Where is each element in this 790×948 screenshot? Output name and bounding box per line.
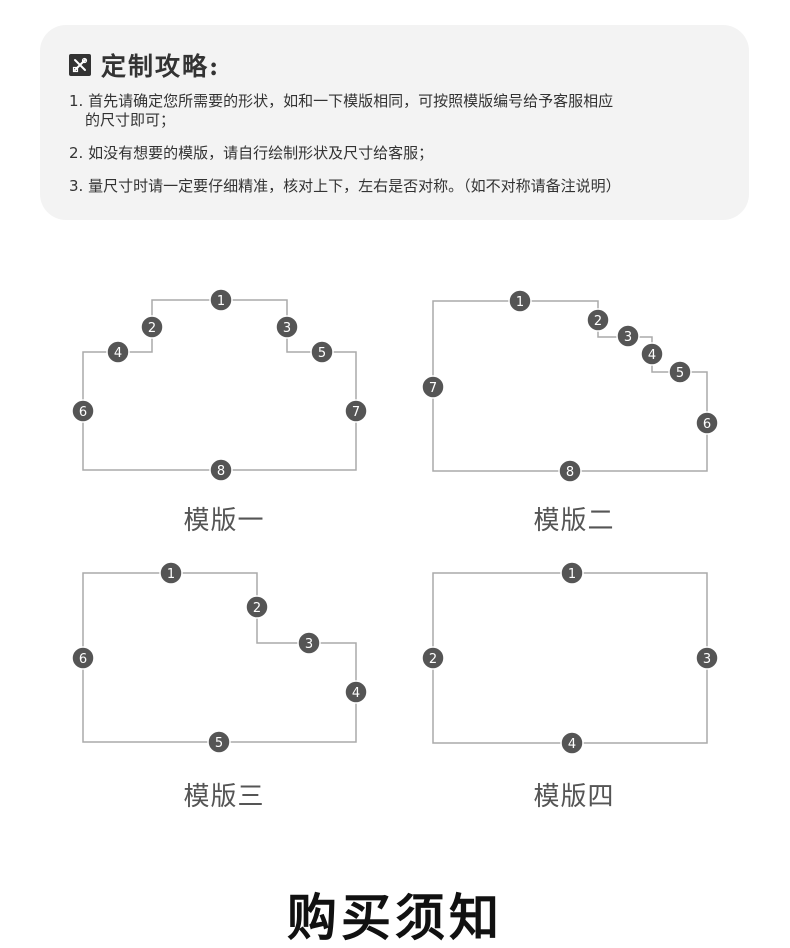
template-2-marker-3: 3 — [616, 324, 640, 348]
guide-step-3: 3. 量尺寸时请一定要仔细精准，核对上下，左右是否对称。（如不对称请备注说明） — [69, 177, 749, 196]
marker-number: 3 — [305, 637, 313, 652]
marker-number: 8 — [566, 465, 574, 480]
template-label-4: 模版四 — [533, 782, 615, 812]
template-1-marker-7: 7 — [344, 399, 368, 423]
template-3-marker-4: 4 — [344, 680, 368, 704]
template-2-marker-4: 4 — [640, 342, 664, 366]
marker-number: 3 — [624, 330, 632, 345]
marker-number: 4 — [352, 686, 360, 701]
marker-number: 2 — [148, 321, 156, 336]
marker-number: 6 — [703, 417, 711, 432]
marker-number: 6 — [79, 652, 87, 667]
guide-title: 定制攻略: — [101, 52, 221, 81]
template-2-outline — [432, 300, 708, 472]
guide-panel: 定制攻略: 1. 首先请确定您所需要的形状，如和一下模版相同，可按照模版编号给予… — [40, 25, 749, 220]
marker-number: 3 — [703, 652, 711, 667]
template-1-marker-8: 8 — [209, 458, 233, 482]
template-2-marker-7: 7 — [421, 375, 445, 399]
marker-number: 1 — [568, 567, 576, 582]
template-1-outline — [82, 299, 357, 471]
step-text: 1. 首先请确定您所需要的形状，如和一下模版相同，可按照模版编号给予客服相应 — [69, 92, 614, 110]
template-2-marker-1: 1 — [508, 289, 532, 313]
template-label-2: 模版二 — [533, 506, 615, 536]
template-3-marker-3: 3 — [297, 631, 321, 655]
template-label-1: 模版一 — [183, 506, 265, 536]
step-text: 3. 量尺寸时请一定要仔细精准，核对上下，左右是否对称。（如不对称请备注说明） — [69, 177, 621, 195]
template-4-marker-4: 4 — [560, 731, 584, 755]
template-1-marker-1: 1 — [209, 288, 233, 312]
marker-number: 8 — [217, 464, 225, 479]
tools-icon — [69, 54, 91, 76]
template-1-marker-5: 5 — [310, 340, 334, 364]
marker-number: 4 — [114, 346, 122, 361]
marker-number: 4 — [648, 348, 656, 363]
guide-header: 定制攻略: — [69, 47, 220, 83]
template-1-marker-6: 6 — [71, 399, 95, 423]
template-4-marker-3: 3 — [695, 646, 719, 670]
template-2-marker-8: 8 — [558, 459, 582, 483]
marker-number: 2 — [253, 601, 261, 616]
step-text: 2. 如没有想要的模版，请自行绘制形状及尺寸给客服； — [69, 144, 434, 162]
marker-number: 3 — [283, 321, 291, 336]
template-3-marker-1: 1 — [159, 561, 183, 585]
guide-step-1: 1. 首先请确定您所需要的形状，如和一下模版相同，可按照模版编号给予客服相应 的… — [69, 92, 749, 130]
marker-number: 2 — [594, 314, 602, 329]
template-4-marker-1: 1 — [560, 561, 584, 585]
template-2-marker-6: 6 — [695, 411, 719, 435]
guide-step-2: 2. 如没有想要的模版，请自行绘制形状及尺寸给客服； — [69, 144, 749, 163]
marker-number: 6 — [79, 405, 87, 420]
marker-number: 7 — [429, 381, 437, 396]
step-text-continuation: 的尺寸即可； — [85, 111, 176, 129]
marker-number: 1 — [167, 567, 175, 582]
marker-number: 5 — [318, 346, 326, 361]
template-diagrams: 1 2 3 4 5 6 7 8 1 2 3 4 5 6 7 8 1 2 3 4 5 6 1 2 3 4 模版一 模版二 模版三 模… — [0, 280, 790, 820]
marker-number: 7 — [352, 405, 360, 420]
guide-steps: 1. 首先请确定您所需要的形状，如和一下模版相同，可按照模版编号给予客服相应 的… — [69, 92, 749, 210]
section-title: 购买须知 — [287, 888, 503, 947]
template-shapes: 1 2 3 4 5 6 7 8 1 2 3 4 5 6 7 8 1 2 3 4 5 6 1 2 3 4 — [71, 288, 719, 755]
marker-number: 1 — [516, 295, 524, 310]
template-3-marker-2: 2 — [245, 595, 269, 619]
template-1-marker-4: 4 — [106, 340, 130, 364]
marker-number: 1 — [217, 294, 225, 309]
template-2-marker-2: 2 — [586, 308, 610, 332]
marker-number: 4 — [568, 737, 576, 752]
marker-number: 5 — [215, 736, 223, 751]
template-3-marker-6: 6 — [71, 646, 95, 670]
template-4-outline — [432, 572, 708, 744]
template-1-marker-2: 2 — [140, 315, 164, 339]
template-2-marker-5: 5 — [668, 360, 692, 384]
marker-number: 5 — [676, 366, 684, 381]
template-4-marker-2: 2 — [421, 646, 445, 670]
template-3-outline — [82, 572, 357, 743]
template-label-3: 模版三 — [183, 782, 265, 812]
template-1-marker-3: 3 — [275, 315, 299, 339]
template-3-marker-5: 5 — [207, 730, 231, 754]
marker-number: 2 — [429, 652, 437, 667]
